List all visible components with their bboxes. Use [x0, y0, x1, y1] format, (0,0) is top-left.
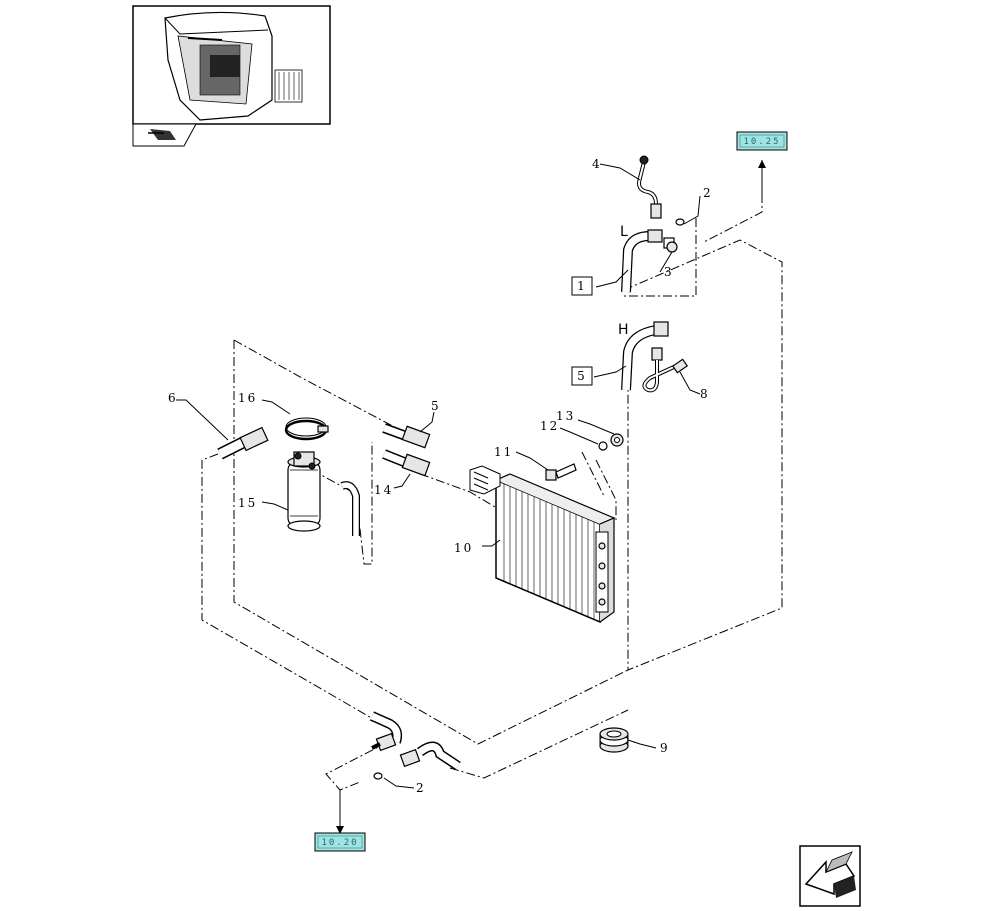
callout-5-mid: 5 [431, 399, 441, 413]
callout-15: 15 [238, 496, 257, 510]
callout-14: 14 [374, 483, 393, 497]
receiver-drier-assembly [217, 417, 360, 536]
callout-9: 9 [660, 741, 670, 755]
high-pressure-hose-assembly [621, 321, 689, 393]
callout-16: 16 [238, 391, 257, 405]
callout-8: 8 [700, 387, 710, 401]
ref-box-bottom[interactable]: 10.20 [314, 832, 366, 852]
callout-5-top: 5 [577, 369, 587, 383]
ref-bottom-label: 10.20 [321, 838, 358, 848]
callout-13: 13 [556, 409, 575, 423]
callout-labels: 4 2 3 8 6 16 15 5 14 10 11 12 13 9 2 [168, 157, 713, 795]
fasteners [545, 433, 624, 481]
ref-box-top[interactable]: 10.25 [736, 131, 788, 151]
bottom-hose-connections [369, 711, 461, 780]
callout-3: 3 [664, 265, 674, 279]
hose-fittings [382, 423, 431, 477]
cab-overview-thumbnail[interactable] [132, 5, 331, 125]
high-pressure-marker: H [618, 322, 629, 338]
ref-top-label: 10.25 [743, 137, 780, 147]
boxed-callout-5: 5 [571, 366, 593, 386]
callout-1: 1 [577, 279, 587, 293]
callout-4: 4 [592, 157, 602, 171]
previous-page-arrow-icon[interactable] [799, 845, 861, 907]
grommet [599, 727, 629, 753]
boxed-callout-1: 1 [571, 276, 593, 296]
evaporator-core [469, 465, 616, 624]
callout-6: 6 [168, 391, 178, 405]
low-pressure-hose-assembly [621, 155, 685, 293]
callout-11: 11 [494, 445, 513, 459]
routing-lines [201, 160, 783, 834]
leader-lines [176, 163, 701, 789]
callout-10: 10 [454, 541, 473, 555]
low-pressure-marker: L [620, 224, 628, 240]
book-arrow-icon[interactable] [132, 123, 197, 147]
callout-12: 12 [540, 419, 559, 433]
callout-2-bottom: 2 [416, 781, 426, 795]
callout-2-top: 2 [703, 186, 713, 200]
